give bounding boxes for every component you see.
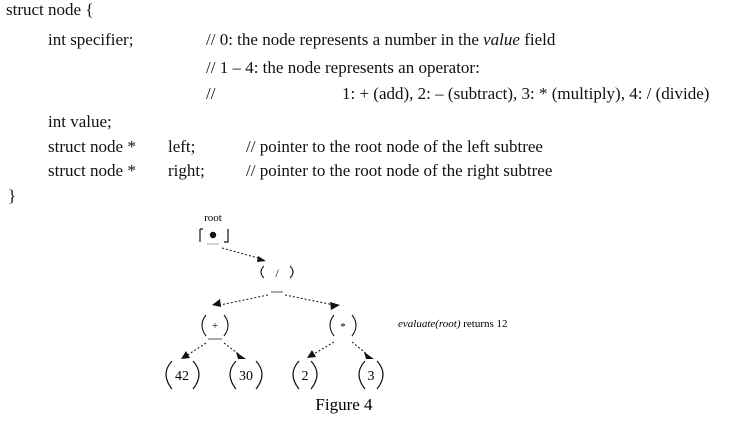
node-leaf-30: 30 xyxy=(229,360,263,390)
node-leaf-3-label: 3 xyxy=(368,369,375,384)
node-add: + xyxy=(201,314,229,340)
specifier-comment-2: // 1 – 4: the node represents an operato… xyxy=(206,58,480,77)
comment-1-suffix: field xyxy=(519,30,556,49)
edge-multiply-to-2 xyxy=(311,341,335,356)
left-comment: // pointer to the root node of the left … xyxy=(246,137,543,156)
node-leaf-42: 42 xyxy=(165,360,200,390)
edge-divide-to-add xyxy=(219,294,269,306)
right-name: right; xyxy=(168,161,205,180)
node-leaf-2: 2 xyxy=(292,360,318,390)
root-pointer-dot xyxy=(209,231,217,239)
node-leaf-2-label: 2 xyxy=(302,369,309,384)
struct-close-brace: } xyxy=(8,186,17,205)
node-divide-label: / xyxy=(275,266,279,280)
root-label: root xyxy=(204,212,222,224)
edge-multiply-to-3 xyxy=(351,341,369,356)
evaluate-note-rest: returns 12 xyxy=(461,318,508,330)
node-multiply-label: * xyxy=(340,321,346,333)
evaluate-note: evaluate(root) returns 12 xyxy=(398,318,508,330)
node-divide: / xyxy=(260,265,294,293)
comment-1-prefix: // 0: the node represents a number in th… xyxy=(206,30,484,49)
comment-1-italic: value xyxy=(483,30,520,49)
node-leaf-3: 3 xyxy=(358,360,384,390)
value-declaration: int value; xyxy=(48,112,112,131)
operator-codes: 1: + (add), 2: – (subtract), 3: * (multi… xyxy=(342,84,710,103)
figure-caption: Figure 4 xyxy=(315,395,373,414)
left-type: struct node * xyxy=(48,137,136,156)
edge-divide-to-multiply xyxy=(284,294,335,306)
specifier-declaration: int specifier; xyxy=(48,30,134,49)
node-add-label: + xyxy=(212,320,218,332)
specifier-comment-1: // 0: the node represents a number in th… xyxy=(206,30,555,50)
evaluate-note-italic: evaluate(root) xyxy=(398,318,461,330)
right-type: struct node * xyxy=(48,161,136,180)
root-pointer-box xyxy=(199,228,229,245)
node-multiply: * xyxy=(329,314,357,337)
left-name: left; xyxy=(168,137,196,156)
node-leaf-30-label: 30 xyxy=(239,369,253,384)
right-comment: // pointer to the root node of the right… xyxy=(246,161,553,180)
edge-root-to-divide xyxy=(221,247,259,259)
specifier-comment-3-slashes: // xyxy=(206,84,216,103)
struct-header: struct node { xyxy=(6,0,94,19)
edge-add-to-42 xyxy=(185,342,207,357)
node-leaf-42-label: 42 xyxy=(175,369,189,384)
